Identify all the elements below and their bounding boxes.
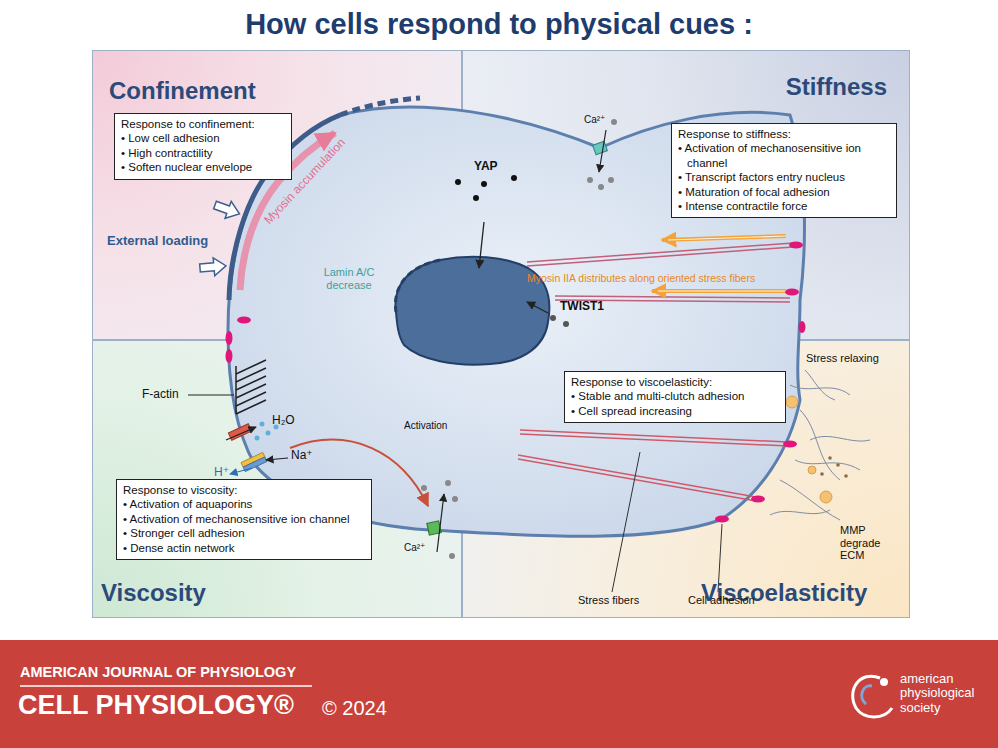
- protein-label: TWIST1: [560, 300, 604, 314]
- ion-label: H⁺: [214, 466, 229, 480]
- copyright-year: © 2024: [322, 697, 387, 720]
- lamin-label: Lamin A/C decrease: [318, 266, 380, 291]
- quadrant-title: Confinement: [109, 77, 256, 105]
- protein-label: YAP: [474, 160, 498, 174]
- journal-footer-part: [880, 678, 888, 686]
- ion-label: Ca²⁺: [404, 542, 425, 554]
- bullet-item: • Transcript factors entry nucleus: [678, 170, 890, 184]
- response-box: Response to confinement:• Low cell adhes…: [114, 113, 292, 180]
- ion-label: Ca²⁺: [584, 114, 605, 126]
- journal-footer-part: [853, 676, 892, 717]
- bullet-item: • Dense actin network: [123, 541, 365, 555]
- bullet-item: • High contractility: [121, 146, 285, 160]
- activation-label: Activation: [404, 420, 447, 432]
- f-actin-label: F-actin: [142, 388, 179, 402]
- myosin-iia-label: Myosin IIA distributes along oriented st…: [527, 272, 755, 284]
- ecm-label: Stress relaxing: [806, 352, 879, 365]
- bullet-item: • Maturation of focal adhesion: [678, 185, 890, 199]
- figure-title: How cells respond to physical cues :: [0, 8, 998, 41]
- journal-footer-part: [0, 640, 998, 748]
- bullet-item: • Activation of aquaporins: [123, 497, 365, 511]
- quadrant-title: Viscosity: [101, 579, 206, 607]
- journal-name: AMERICAN JOURNAL OF PHYSIOLOGY: [20, 664, 296, 681]
- journal-title: CELL PHYSIOLOGY®: [18, 690, 294, 721]
- water-label: H₂O: [272, 414, 295, 428]
- box-heading: Response to viscoelasticity:: [571, 375, 779, 389]
- bullet-item: • Activation of mechanosensitive ion cha…: [678, 141, 890, 170]
- box-heading: Response to viscosity:: [123, 483, 365, 497]
- box-heading: Response to stiffness:: [678, 127, 890, 141]
- ecm-label: MMP degrade ECM: [840, 524, 906, 562]
- journal-footer-part: [20, 685, 312, 687]
- bullet-item: • Soften nuclear envelope: [121, 160, 285, 174]
- bullet-item: • Low cell adhesion: [121, 131, 285, 145]
- quadrant-title: Stiffness: [786, 73, 887, 101]
- bullet-item: • Activation of mechanosensitive ion cha…: [123, 512, 365, 526]
- quadrant-panel: ConfinementResponse to confinement:• Low…: [92, 50, 462, 340]
- quadrant-panel: ViscoelasticityResponse to viscoelastici…: [462, 340, 910, 618]
- annotation-label: External loading: [107, 234, 208, 249]
- bullet-item: • Stable and multi-clutch adhesion: [571, 389, 779, 403]
- bullet-item: • Intense contractile force: [678, 199, 890, 213]
- leader-label: Stress fibers: [578, 594, 639, 607]
- journal-footer: [0, 640, 998, 748]
- bullet-item: • Cell spread increasing: [571, 404, 779, 418]
- box-heading: Response to confinement:: [121, 117, 285, 131]
- leader-label: Cell adhesion: [688, 594, 755, 607]
- response-box: Response to viscosity:• Activation of aq…: [116, 479, 372, 560]
- response-box: Response to viscoelasticity:• Stable and…: [564, 371, 786, 423]
- ion-label: Na⁺: [291, 449, 313, 463]
- response-box: Response to stiffness:• Activation of me…: [671, 123, 897, 218]
- journal-footer-part: [862, 686, 872, 704]
- bullet-item: • Stronger cell adhesion: [123, 526, 365, 540]
- quadrant-panel: StiffnessResponse to stiffness:• Activat…: [462, 50, 910, 340]
- quadrant-panel: ViscosityResponse to viscosity:• Activat…: [92, 340, 462, 618]
- society-name: american physiological society: [900, 672, 992, 715]
